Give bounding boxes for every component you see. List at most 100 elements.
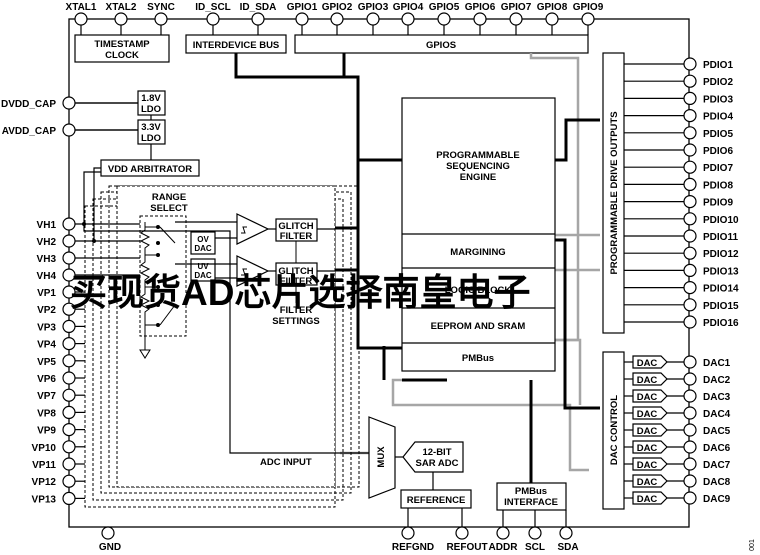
filter-settings: FILTER SETTINGS: [272, 241, 320, 327]
pin-dac4-label: DAC4: [703, 409, 731, 420]
pin-vp1-label: VP1: [37, 288, 56, 299]
pin-pdio6: PDIO6: [683, 143, 733, 157]
pin-vp6: VP6: [37, 371, 85, 385]
gpios-label: GPIOS: [426, 40, 456, 51]
dac-buffer-label: DAC: [637, 426, 658, 437]
left-pins: DVDD_CAPAVDD_CAPVH1VH2VH3VH4VP1VP2VP3VP4…: [1, 96, 140, 505]
adc-input-label: ADC INPUT: [260, 457, 312, 468]
timestamp-clock-label-1: TIMESTAMP: [94, 39, 150, 50]
pin-pdio15-label: PDIO15: [703, 301, 739, 312]
pin-xtal1-label: XTAL1: [66, 2, 97, 13]
range-select-label-2: SELECT: [150, 203, 188, 214]
pin-pdio1: PDIO1: [683, 57, 733, 71]
pin-pdio11-label: PDIO11: [703, 232, 738, 243]
pin-pdio6-label: PDIO6: [703, 146, 733, 157]
adc-input-path: ADC INPUT: [83, 224, 369, 468]
pin-dac7-label: DAC7: [703, 460, 731, 471]
pin-vp5: VP5: [37, 354, 85, 368]
pin-vh4-label: VH4: [37, 271, 57, 282]
pin-dac4: DAC4: [683, 406, 731, 420]
bottom-pins: GND REFGND REFOUT ADDR SCL SDA: [99, 526, 579, 553]
pin-dac2: DAC2: [683, 372, 731, 386]
pin-xtal2-label: XTAL2: [106, 2, 137, 13]
dac-buffer: DAC: [624, 372, 684, 386]
pin-pdio5: PDIO5: [683, 126, 733, 140]
pin-vp1: VP1: [37, 285, 85, 299]
pin-pdio14-label: PDIO14: [703, 284, 739, 295]
pin-pdio15: PDIO15: [683, 298, 739, 312]
ldo-33-label-1: 3.3V: [141, 122, 161, 133]
dac-buffer-label: DAC: [637, 392, 658, 403]
dac-buffer: DAC: [624, 491, 684, 505]
pin-pdio8-label: PDIO8: [703, 180, 733, 191]
pin-pdio1-label: PDIO1: [703, 60, 733, 71]
pin-sync-label: SYNC: [147, 2, 175, 13]
pin-vh3: VH3: [37, 251, 140, 265]
pin-refout: REFOUT: [446, 526, 488, 553]
pin-vp12-label: VP12: [32, 477, 57, 488]
right-pins: PDIO1PDIO2PDIO3PDIO4PDIO5PDIO6PDIO7PDIO8…: [624, 57, 739, 505]
pin-pdio12: PDIO12: [683, 246, 739, 260]
dac-buffer-label: DAC: [637, 443, 658, 454]
comparators: [175, 213, 276, 287]
pin-vp3-label: VP3: [37, 322, 56, 333]
pin-pdio16: PDIO16: [683, 315, 739, 329]
pmbus-interface-block: PMBus INTERFACE: [496, 482, 567, 511]
eeprom-sram-label: EEPROM AND SRAM: [431, 321, 526, 332]
dac-buffer-label: DAC: [637, 477, 658, 488]
dac-buffer: DAC: [624, 406, 684, 420]
pin-id-sda-label: ID_SDA: [240, 2, 277, 13]
pin-vp5-label: VP5: [37, 357, 56, 368]
figure-number: 001: [749, 539, 756, 551]
pin-gnd-label: GND: [99, 542, 121, 553]
pin-vp12: VP12: [32, 474, 85, 488]
pin-avdd-cap: AVDD_CAP: [2, 123, 138, 137]
pin-gpio6-label: GPIO6: [465, 2, 496, 13]
pin-xtal2: XTAL2: [106, 2, 137, 35]
pmbus-label: PMBus: [462, 353, 494, 364]
sar-adc-label-2: SAR ADC: [416, 458, 459, 469]
pin-vp11: VP11: [32, 457, 85, 471]
ov-dac-label-2: DAC: [194, 244, 212, 253]
pin-vp9: VP9: [37, 423, 85, 437]
pin-pdio5-label: PDIO5: [703, 129, 733, 140]
pin-dvdd-cap-label: DVDD_CAP: [1, 99, 56, 110]
pin-gpio5: GPIO5: [429, 2, 460, 35]
pin-dac5: DAC5: [683, 423, 731, 437]
pin-vp4: VP4: [37, 337, 85, 351]
pin-pdio2: PDIO2: [683, 74, 733, 88]
supply-section: 1.8V LDO 3.3V LDO VDD ARBITRATOR: [75, 90, 200, 243]
pin-vp10-label: VP10: [32, 443, 57, 454]
dac-buffer-label: DAC: [637, 460, 658, 471]
filter-settings-label-1: FILTER: [280, 305, 313, 316]
dac-buffer: DAC: [624, 355, 684, 369]
ldo-18-label-2: LDO: [141, 104, 161, 115]
pin-gpio1: GPIO1: [287, 2, 318, 35]
uv-dac-label-1: UV: [197, 262, 209, 271]
pin-vp3: VP3: [37, 319, 85, 333]
filter-settings-label-2: SETTINGS: [272, 316, 320, 327]
range-select: RANGE SELECT: [139, 192, 188, 359]
pin-gpio1-label: GPIO1: [287, 2, 318, 13]
pin-dac6-label: DAC6: [703, 443, 731, 454]
bus-wires: [234, 53, 600, 483]
channel-frame: [116, 185, 336, 488]
vdd-arbitrator-label: VDD ARBITRATOR: [108, 164, 192, 175]
pin-gpio5-label: GPIO5: [429, 2, 460, 13]
pin-gpio4: GPIO4: [393, 2, 424, 35]
pin-vh3-label: VH3: [37, 254, 57, 265]
ldo-33-label-2: LDO: [141, 133, 161, 144]
pin-gpio8: GPIO8: [537, 2, 568, 35]
pin-pdio13: PDIO13: [683, 263, 739, 277]
margining-label: MARGINING: [450, 247, 505, 258]
sequencing-engine-label-1: PROGRAMMABLE: [436, 150, 519, 161]
pin-pdio11: PDIO11: [683, 229, 738, 243]
drive-outputs-label: PROGRAMMABLE DRIVE OUTPUTS: [609, 111, 620, 274]
pin-pdio3: PDIO3: [683, 91, 733, 105]
dac-buffer: DAC: [624, 389, 684, 403]
pin-vh2: VH2: [37, 234, 140, 248]
pin-vh1-label: VH1: [37, 220, 57, 231]
pin-gpio7: GPIO7: [501, 2, 532, 35]
